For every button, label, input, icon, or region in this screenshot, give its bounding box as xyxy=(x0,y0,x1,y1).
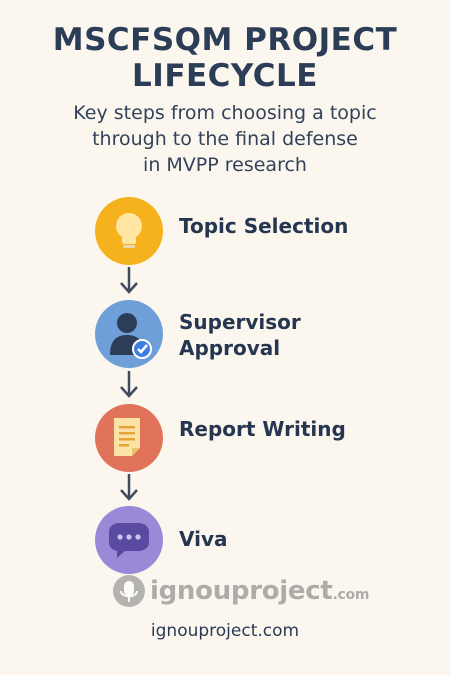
document-icon xyxy=(114,418,140,456)
user-check-icon xyxy=(110,313,152,359)
step-viva-circle xyxy=(95,506,163,574)
step-topic-selection-label: Topic Selection xyxy=(179,214,349,238)
mic-logo-icon xyxy=(113,575,145,607)
step-report-writing-label: Report Writing xyxy=(179,417,346,441)
subtitle-line-3: in MVPP research xyxy=(143,154,307,176)
step-supervisor-approval-label: Supervisor Approval xyxy=(179,310,301,360)
arrow-down-icon xyxy=(120,371,138,398)
arrow-down-icon xyxy=(120,267,138,294)
page-title: MSCFSQM PROJECT LIFECYCLE xyxy=(0,22,450,94)
watermark-text: ignouproject.com xyxy=(150,576,370,606)
step-supervisor-approval-circle xyxy=(95,300,163,368)
subtitle-line-2: through to the final defense xyxy=(92,128,358,150)
title-line-2: LIFECYCLE xyxy=(132,58,318,94)
arrow-down-icon xyxy=(120,474,138,501)
step-viva-label: Viva xyxy=(179,527,228,551)
step-topic-selection-circle xyxy=(95,197,163,265)
subtitle-line-1: Key steps from choosing a topic xyxy=(73,102,377,124)
page-subtitle: Key steps from choosing a topic through … xyxy=(0,100,450,178)
watermark-logo: ignouproject.com xyxy=(112,571,369,611)
chat-bubble-icon xyxy=(109,523,149,558)
lightbulb-icon xyxy=(116,213,142,248)
footer-url: ignouproject.com xyxy=(150,621,300,641)
step-report-writing-circle xyxy=(95,404,163,472)
title-line-1: MSCFSQM PROJECT xyxy=(52,22,398,58)
